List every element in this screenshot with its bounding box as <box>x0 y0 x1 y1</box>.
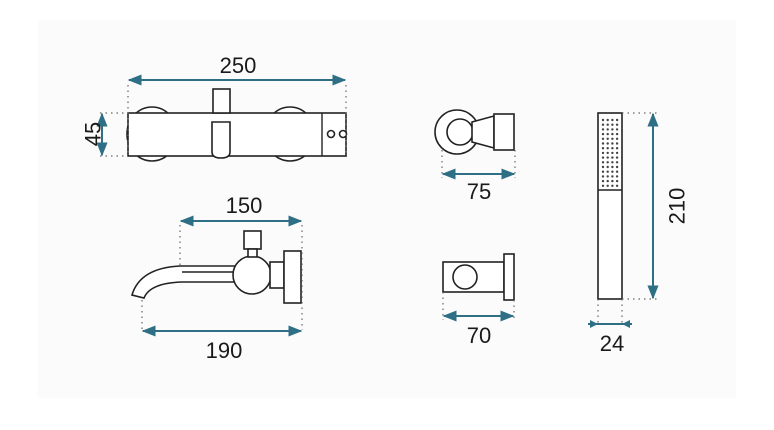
holder-cradle <box>493 113 515 151</box>
dim-label-250: 250 <box>220 53 257 78</box>
spray-nozzle-dot <box>615 165 619 169</box>
hand-shower <box>597 112 623 300</box>
knob-side <box>243 230 262 250</box>
connector-side <box>269 261 285 289</box>
spray-nozzle-dot <box>606 179 609 183</box>
spray-nozzle-dot <box>615 161 619 164</box>
shower-handle <box>597 112 623 300</box>
spout-front <box>211 121 231 159</box>
spray-nozzle-dot <box>611 137 614 140</box>
holder-ring <box>446 118 474 146</box>
body-side <box>232 255 272 295</box>
spray-nozzle-dot <box>615 128 619 131</box>
spray-nozzle-dot <box>615 132 619 136</box>
spout-side <box>130 265 247 299</box>
spray-nozzle-dot <box>601 165 605 169</box>
spray-nozzle-dot <box>611 161 614 164</box>
spray-nozzle-dot <box>606 175 609 178</box>
spray-nozzle-dot <box>615 179 619 183</box>
dim-label-150: 150 <box>226 193 263 218</box>
spray-nozzle-dot <box>611 147 614 150</box>
spray-nozzle-dot <box>601 123 605 126</box>
wall-outlet <box>442 253 515 301</box>
mixer-side-view <box>130 230 302 304</box>
dim-label-190: 190 <box>206 338 243 363</box>
spray-nozzle-dot <box>606 123 609 126</box>
holder-arm <box>471 114 495 150</box>
control-button-left <box>326 129 336 139</box>
spray-nozzle-dot <box>611 142 614 145</box>
spray-nozzle-dot <box>606 132 609 136</box>
dim-label-45: 45 <box>81 122 106 146</box>
spray-nozzle-dot <box>606 151 609 155</box>
spray-nozzle-dot <box>606 184 609 187</box>
spray-nozzle-dot <box>606 170 609 173</box>
spray-nozzle-dot <box>611 170 614 173</box>
spray-nozzle-dot <box>606 156 609 159</box>
spray-nozzle-dot <box>615 156 619 159</box>
diverter-knob <box>212 88 231 114</box>
spray-nozzle-dot <box>606 137 609 140</box>
dim-arrow-24-right <box>622 320 630 328</box>
spray-nozzle-dot <box>615 175 619 178</box>
mixer-body <box>127 112 347 157</box>
spray-nozzle-dot <box>615 170 619 173</box>
spray-nozzle-dot <box>601 132 605 136</box>
spray-nozzle-dot <box>601 137 605 140</box>
spray-nozzle-dot <box>606 147 609 150</box>
outlet-plate <box>503 253 515 301</box>
spray-nozzle-dot <box>601 175 605 178</box>
spray-nozzle-dot <box>606 118 609 122</box>
spray-nozzle-dot <box>615 151 619 155</box>
spray-nozzle-dot <box>611 132 614 136</box>
spray-nozzle-dot <box>606 161 609 164</box>
control-button-right <box>338 129 348 139</box>
spray-nozzle-dot <box>615 147 619 150</box>
dim-label-75: 75 <box>467 179 491 204</box>
spray-nozzle-dot <box>611 156 614 159</box>
spray-nozzle-dot <box>601 179 605 183</box>
spray-nozzle-dot <box>601 142 605 145</box>
spray-nozzle-dot <box>611 151 614 155</box>
spray-nozzle-dot <box>615 123 619 126</box>
spray-nozzle-dot <box>611 179 614 183</box>
dim-label-70: 70 <box>467 323 491 348</box>
spray-nozzle-dot <box>601 147 605 150</box>
spray-nozzle-dot <box>615 184 619 187</box>
spray-nozzle-dot <box>611 118 614 122</box>
spray-nozzle-dot <box>615 142 619 145</box>
wall-plate-side <box>283 250 302 304</box>
spray-nozzle-dot <box>615 118 619 122</box>
spray-nozzle-dot <box>601 151 605 155</box>
spray-nozzle-dot <box>606 128 609 131</box>
spray-nozzle-dot <box>606 165 609 169</box>
spray-nozzle-dot <box>601 128 605 131</box>
spray-nozzle-dot <box>601 184 605 187</box>
spray-nozzle-dot <box>611 128 614 131</box>
knob-stem <box>247 248 258 258</box>
spray-nozzle-dot <box>601 170 605 173</box>
spray-nozzle-dot <box>615 137 619 140</box>
dim-label-210: 210 <box>665 188 690 225</box>
spray-nozzle-dot <box>601 118 605 122</box>
dim-arrow-24-left <box>590 320 598 328</box>
handshower-holder <box>434 109 515 155</box>
spray-nozzle-dot <box>611 123 614 126</box>
spray-nozzle-dot <box>601 161 605 164</box>
spray-nozzle-dot <box>611 184 614 187</box>
spray-nozzle-dot <box>611 165 614 169</box>
spray-nozzle-dot <box>601 156 605 159</box>
spray-nozzle-dot <box>606 142 609 145</box>
mixer-front-view <box>126 88 348 162</box>
outlet-fitting <box>452 264 478 290</box>
dim-label-24: 24 <box>600 331 624 356</box>
spray-nozzle-dot <box>611 175 614 178</box>
